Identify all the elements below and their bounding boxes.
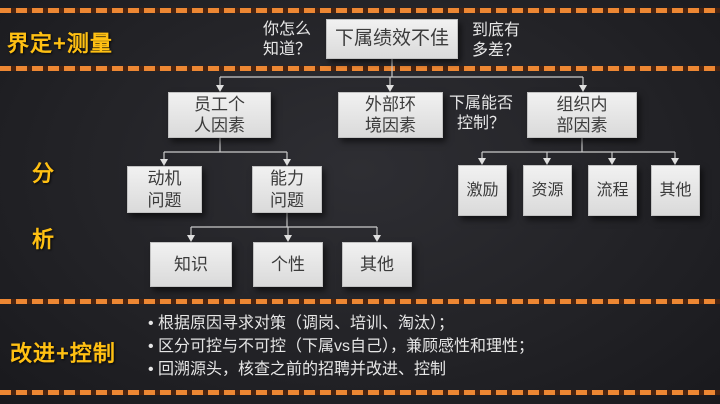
note-can-control: 下属能否 控制？ [448, 95, 513, 132]
stage-label-define-measure: 界定+测量 [7, 31, 113, 56]
dashed-divider-bottom [0, 390, 720, 395]
node-motivation-problem: 动机 问题 [127, 166, 202, 213]
node-root-poor-performance: 下属绩效不佳 [326, 19, 458, 59]
node-process: 流程 [588, 165, 637, 216]
stage-label-analyze-char2: 析 [32, 227, 56, 252]
node-ability-other: 其他 [342, 242, 412, 287]
stage-label-analyze-char1: 分 [32, 161, 56, 186]
node-incentive: 激励 [458, 165, 507, 216]
bullet-item-controllable: 区分可控与不可控（下属vs自己），兼顾感性和理性； [148, 335, 668, 358]
stage-label-improve-control: 改进+控制 [10, 341, 116, 366]
bullet-item-trace-source: 回溯源头，核查之前的招聘并改进、控制 [148, 358, 668, 381]
bullet-item-countermeasures: 根据原因寻求对策（调岗、培训、淘汰）； [148, 312, 668, 335]
node-ability-problem: 能力 问题 [252, 166, 322, 213]
note-how-do-you-know: 你怎么 知道？ [262, 21, 311, 58]
node-employee-personal: 员工个 人因素 [168, 92, 271, 138]
dashed-divider-third [0, 299, 720, 304]
dashed-divider-top [0, 8, 720, 13]
node-external-environment: 外部环 境因素 [338, 92, 443, 138]
note-how-bad: 到底有 多差？ [471, 22, 520, 59]
node-personality: 个性 [253, 242, 323, 287]
dashed-divider-second [0, 66, 720, 71]
node-org-other: 其他 [651, 165, 700, 216]
action-bullet-list: 根据原因寻求对策（调岗、培训、淘汰）； 区分可控与不可控（下属vs自己），兼顾感… [148, 312, 668, 381]
node-knowledge: 知识 [150, 242, 232, 287]
node-resources: 资源 [523, 165, 572, 216]
node-org-internal: 组织内 部因素 [527, 92, 637, 138]
